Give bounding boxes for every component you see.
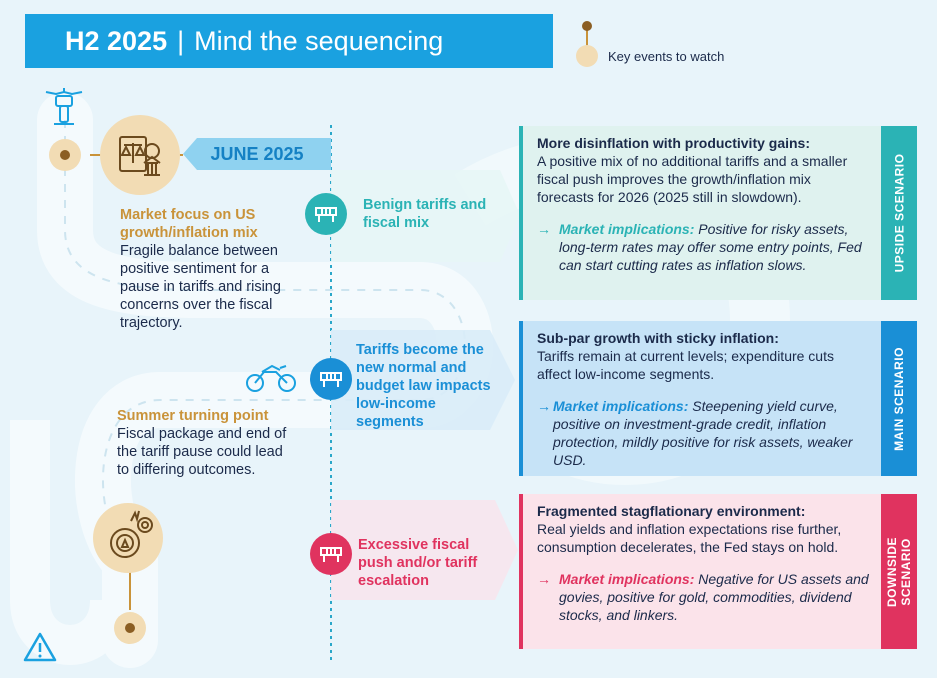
event-market-focus-body: Fragile balance between positive sentime… xyxy=(120,243,281,331)
scenario-main: Sub-par growth with sticky inflation: Ta… xyxy=(519,321,881,476)
impl-text: Steepening yield curve, positive on inve… xyxy=(553,398,853,468)
june-2025-label: JUNE 2025 xyxy=(183,138,331,170)
road-barrier-icon xyxy=(305,193,347,235)
scenario-downside-heading: Fragmented stagflationary environment: xyxy=(537,503,806,519)
scenario-downside-implications: → Market implications: Negative for US a… xyxy=(537,570,871,624)
event-market-focus: Market focus on US growth/inflation mix … xyxy=(120,206,290,332)
title-year: H2 2025 xyxy=(65,25,168,56)
page-title: H2 2025 | Mind the sequencing xyxy=(25,14,553,68)
side-label-main: MAIN SCENARIO xyxy=(881,321,917,476)
gear-warning-icon xyxy=(93,503,163,573)
road-barrier-icon xyxy=(310,358,352,400)
event-summer-body: Fiscal package and end of the tariff pau… xyxy=(117,426,287,478)
scenario-upside-body: A positive mix of no additional tariffs … xyxy=(537,153,848,205)
side-label-main-text: MAIN SCENARIO xyxy=(892,346,906,451)
arrow-icon: → xyxy=(537,221,551,237)
scenario-upside-heading: More disinflation with productivity gain… xyxy=(537,135,811,151)
branch-excessive: Excessive fiscal push and/or tariff esca… xyxy=(358,537,478,589)
branch-new-normal: Tariffs become the new normal and budget… xyxy=(356,342,491,430)
title-text: Mind the sequencing xyxy=(194,25,444,56)
title-separator: | xyxy=(177,25,185,56)
scenario-main-implications: → Market implications: Steepening yield … xyxy=(537,397,871,469)
scenario-main-heading: Sub-par growth with sticky inflation: xyxy=(537,330,779,346)
scenario-downside-body: Real yields and inflation expectations r… xyxy=(537,521,842,555)
warning-icon xyxy=(23,632,57,662)
impl-label: Market implications: xyxy=(559,571,695,587)
scales-document-icon xyxy=(100,115,180,195)
side-label-downside: DOWNSIDE SCENARIO xyxy=(881,494,917,649)
branch-benign: Benign tariffs and fiscal mix xyxy=(363,197,487,231)
motorcycle-front-icon xyxy=(45,88,83,125)
scenario-downside: Fragmented stagflationary environment: R… xyxy=(519,494,881,649)
impl-label: Market implications: xyxy=(559,221,695,237)
impl-text: Positive for risky assets, long-term rat… xyxy=(559,221,862,273)
side-label-upside-text: UPSIDE SCENARIO xyxy=(892,153,907,273)
legend-label: Key events to watch xyxy=(608,49,725,64)
road-barrier-icon xyxy=(310,533,352,575)
event-market-focus-heading: Market focus on US growth/inflation mix xyxy=(120,207,258,241)
impl-label: Market implications: xyxy=(553,398,689,414)
event-summer-heading: Summer turning point xyxy=(117,408,269,424)
scenario-upside-implications: → Market implications: Positive for risk… xyxy=(537,220,871,274)
arrow-icon: → xyxy=(537,571,551,587)
scenario-main-body: Tariffs remain at current levels; expend… xyxy=(537,348,834,382)
scenario-upside: More disinflation with productivity gain… xyxy=(519,126,881,300)
event-summer-turning-point: Summer turning point Fiscal package and … xyxy=(117,407,297,479)
side-label-upside: UPSIDE SCENARIO xyxy=(881,126,917,300)
side-label-downside-text: DOWNSIDE SCENARIO xyxy=(885,536,913,607)
arrow-icon: → xyxy=(537,398,551,414)
impl-text: Negative for US assets and govies, posit… xyxy=(559,571,869,623)
motorcycle-side-icon xyxy=(246,364,296,392)
